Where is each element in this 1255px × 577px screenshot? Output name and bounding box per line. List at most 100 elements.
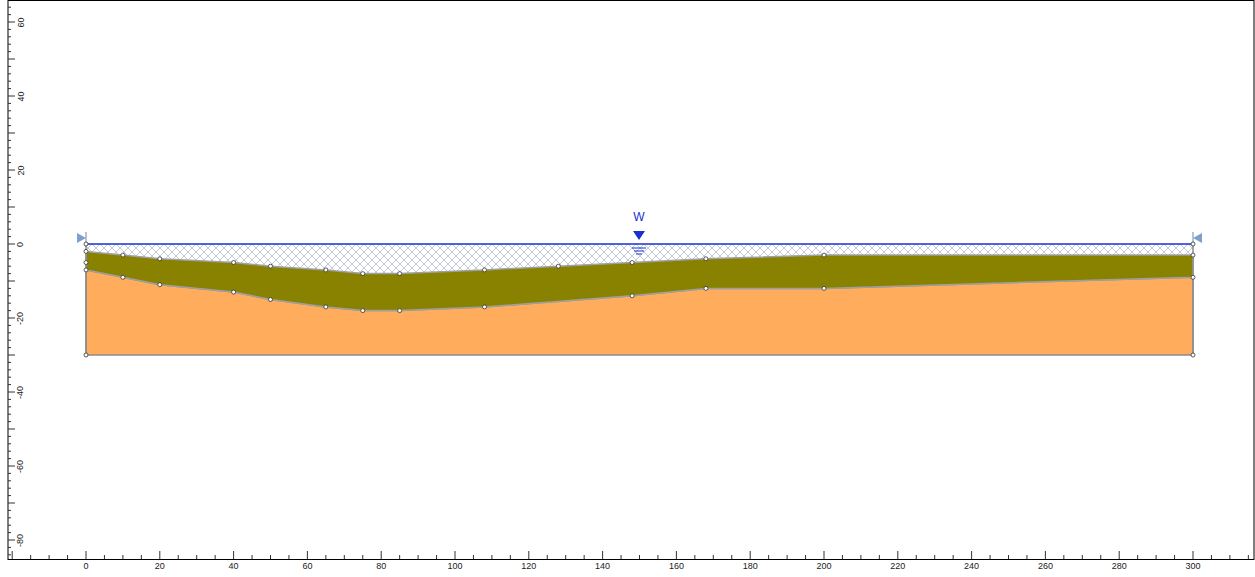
axis-label: -80 xyxy=(16,533,25,546)
tick xyxy=(252,555,253,559)
tick xyxy=(8,29,11,30)
tick xyxy=(8,414,11,415)
tick xyxy=(860,555,861,559)
axis-label: 40 xyxy=(16,91,25,101)
axis-label: 160 xyxy=(669,562,684,571)
tick xyxy=(8,192,11,193)
tick xyxy=(8,162,11,163)
vertex xyxy=(121,253,125,257)
tick xyxy=(805,555,806,559)
axis-label: 20 xyxy=(16,165,25,175)
tick xyxy=(233,551,234,559)
tick xyxy=(639,555,640,559)
tick xyxy=(8,236,11,237)
tick xyxy=(178,555,179,559)
tick xyxy=(8,14,11,15)
tick xyxy=(1100,555,1101,559)
tick xyxy=(344,555,345,559)
vertex xyxy=(84,249,88,253)
tick xyxy=(30,555,31,559)
tick xyxy=(8,347,11,348)
tick xyxy=(8,554,11,555)
axis-label: -20 xyxy=(16,311,25,324)
tick xyxy=(8,369,11,370)
vertex xyxy=(630,261,634,265)
axis-label: 300 xyxy=(1185,562,1200,571)
tick xyxy=(1193,551,1194,559)
tick xyxy=(418,555,419,559)
tick xyxy=(8,36,11,37)
tick xyxy=(8,147,11,148)
tick xyxy=(1137,555,1138,559)
vertex xyxy=(398,309,402,313)
tick xyxy=(934,555,935,559)
tick xyxy=(8,384,11,385)
tick xyxy=(8,540,15,541)
tick xyxy=(8,377,11,378)
tick xyxy=(879,555,880,559)
tick xyxy=(768,555,769,559)
frame xyxy=(8,1,1254,560)
tick xyxy=(8,399,11,400)
tick xyxy=(8,96,15,97)
axis-label: 120 xyxy=(521,562,536,571)
axis-label: 60 xyxy=(16,17,25,27)
tick xyxy=(8,244,15,245)
tick xyxy=(824,551,825,559)
tick xyxy=(1045,551,1046,559)
tick xyxy=(8,406,11,407)
tick xyxy=(8,510,11,511)
axis-label: 260 xyxy=(1038,562,1053,571)
tick xyxy=(141,555,142,559)
extent-marker xyxy=(77,233,86,243)
tick xyxy=(1026,555,1027,559)
tick xyxy=(12,551,13,559)
vertex xyxy=(704,257,708,261)
vertex xyxy=(324,268,328,272)
tick xyxy=(8,22,15,23)
vertex xyxy=(556,264,560,268)
tick xyxy=(8,295,11,296)
tick xyxy=(8,525,11,526)
tick xyxy=(473,555,474,559)
tick xyxy=(8,547,11,548)
tick xyxy=(8,310,11,311)
tick xyxy=(8,266,11,267)
tick xyxy=(1156,555,1157,559)
tick xyxy=(8,207,15,208)
tick xyxy=(8,281,15,282)
vertex xyxy=(1191,275,1195,279)
vertices xyxy=(84,242,1195,357)
tick xyxy=(8,503,15,504)
tick xyxy=(67,555,68,559)
tick xyxy=(8,517,11,518)
tick xyxy=(713,555,714,559)
axis-label: 180 xyxy=(743,562,758,571)
tick xyxy=(455,551,456,559)
tick xyxy=(8,355,15,356)
tick xyxy=(584,555,585,559)
tick xyxy=(547,555,548,559)
axis-label: 0 xyxy=(16,241,25,246)
tick xyxy=(8,332,11,333)
tick xyxy=(8,44,11,45)
tick xyxy=(8,199,11,200)
vertex xyxy=(630,294,634,298)
tick xyxy=(8,436,11,437)
tick xyxy=(676,551,677,559)
axis-label: 280 xyxy=(1112,562,1127,571)
tick xyxy=(8,73,11,74)
tick xyxy=(510,555,511,559)
axis-label: 60 xyxy=(302,562,312,571)
vertex xyxy=(361,309,365,313)
tick xyxy=(1119,551,1120,559)
axis-label: 140 xyxy=(595,562,610,571)
tick xyxy=(8,133,15,134)
tick xyxy=(8,229,11,230)
tick xyxy=(657,555,658,559)
vertex xyxy=(158,283,162,287)
tick xyxy=(325,555,326,559)
tick xyxy=(8,325,11,326)
vertex xyxy=(822,253,826,257)
